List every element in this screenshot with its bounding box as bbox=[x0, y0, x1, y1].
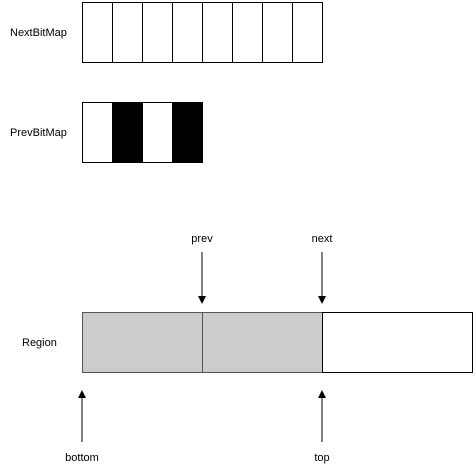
prev-bitmap-label: PrevBitMap bbox=[10, 127, 67, 139]
next-bitmap-cell-clear bbox=[172, 2, 203, 63]
prev-bitmap-cell-clear bbox=[142, 102, 173, 163]
next-bitmap-cell-clear bbox=[202, 2, 233, 63]
next-bitmap-cell-clear bbox=[262, 2, 293, 63]
region-label: Region bbox=[22, 337, 57, 349]
region-segment-free bbox=[322, 312, 473, 373]
prev-pointer-label: prev bbox=[191, 233, 213, 245]
prev-bitmap bbox=[82, 102, 203, 163]
prev-bitmap-cell-marked bbox=[112, 102, 143, 163]
next-bitmap-cell-clear bbox=[142, 2, 173, 63]
next-bitmap-cell-clear bbox=[112, 2, 143, 63]
prev-bitmap-cell-marked bbox=[172, 102, 203, 163]
next-bitmap-label: NextBitMap bbox=[10, 27, 67, 39]
top-pointer-label: top bbox=[314, 452, 329, 464]
next-pointer-label: next bbox=[312, 233, 333, 245]
bottom-pointer-label: bottom bbox=[65, 452, 99, 464]
prev-bitmap-cell-clear bbox=[82, 102, 113, 163]
region-segment-used bbox=[202, 312, 323, 373]
next-bitmap-cell-clear bbox=[232, 2, 263, 63]
region-segment-used bbox=[82, 312, 203, 373]
region-bar bbox=[82, 312, 473, 373]
next-bitmap bbox=[82, 2, 323, 63]
next-bitmap-cell-clear bbox=[82, 2, 113, 63]
next-bitmap-cell-clear bbox=[292, 2, 323, 63]
